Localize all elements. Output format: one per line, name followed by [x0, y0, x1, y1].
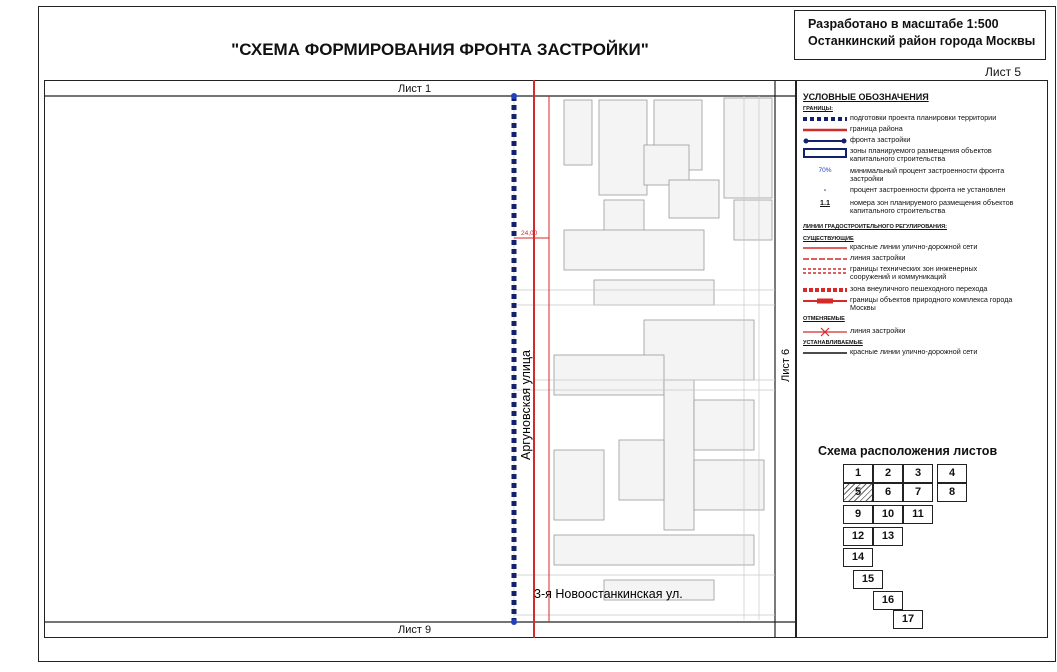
sheet-grid-title: Схема расположения листов [818, 444, 998, 458]
legend-frame [796, 80, 1048, 638]
sheet-cell-13: 13 [873, 527, 903, 546]
percent-sample: 70% [818, 167, 832, 174]
dimension-label: 24,00 [521, 230, 538, 237]
red-line-icon [803, 243, 847, 253]
sheet-cell-6: 6 [873, 483, 903, 502]
sheet-cell-12: 12 [843, 527, 873, 546]
black-line-icon [803, 348, 847, 358]
dash-sample: - [823, 185, 827, 194]
sheet-cell-4: 4 [937, 464, 967, 483]
nature-complex-icon [803, 296, 847, 306]
sheet-number: Лист 5 [985, 65, 1022, 79]
sheet-cell-7: 7 [903, 483, 933, 502]
sheet-cell-10: 10 [873, 505, 903, 524]
building-line-icon [803, 254, 847, 264]
red-line-icon [803, 125, 847, 135]
sheet-cell-17: 17 [893, 610, 923, 629]
legend-section-regulation: ЛИНИИ ГРАДОСТРОИТЕЛЬНОГО РЕГУЛИРОВАНИЯ: [803, 224, 948, 230]
sheet-cell-11: 11 [903, 505, 933, 524]
sheet-cell-16: 16 [873, 591, 903, 610]
sheet-cell-1: 1 [843, 464, 873, 483]
stamp-scale: Разработано в масштабе 1:500 [808, 17, 999, 31]
sheet-cell-14: 14 [843, 548, 873, 567]
zone-number-sample: 1.1 [820, 198, 830, 207]
site-plan-map: 24,00 Аргуновская улица 3-я Новоостанкин… [44, 80, 796, 638]
tech-zone-icon [803, 265, 847, 275]
zone-box-icon [803, 147, 847, 158]
sheet-label-right: Лист 6 [780, 349, 792, 382]
legend-section-existing: СУЩЕСТВУЮЩИЕ [803, 236, 854, 242]
stamp-district: Останкинский район города Москвы [808, 34, 1036, 48]
sheet-cell-5: 5 [843, 483, 873, 502]
legend-section-borders: ГРАНИЦЫ: [803, 106, 833, 112]
legend-section-cancel: ОТМЕНЯЕМЫЕ [803, 316, 845, 322]
sheet-cell-9: 9 [843, 505, 873, 524]
frontage-line-icon [803, 136, 847, 146]
cancelled-line-icon [803, 327, 847, 337]
street-novoostankinskaya: 3-я Новоостанкинская ул. [534, 587, 683, 601]
stamp-box [794, 10, 1046, 60]
sheet-cell-2: 2 [873, 464, 903, 483]
dashed-boundary-icon [803, 114, 847, 124]
legend-section-set: УСТАНАВЛИВАЕМЫЕ [803, 340, 863, 346]
sheet-cell-15: 15 [853, 570, 883, 589]
street-argunovskaya: Аргуновская улица [519, 350, 533, 460]
legend-title: УСЛОВНЫЕ ОБОЗНАЧЕНИЯ [803, 92, 929, 102]
sheet-cell-8: 8 [937, 483, 967, 502]
map-frame [44, 80, 796, 638]
pedestrian-zone-icon [803, 285, 847, 295]
sheet-label-top: Лист 1 [398, 83, 432, 95]
sheet-label-bottom: Лист 9 [398, 624, 432, 636]
sheet-cell-3: 3 [903, 464, 933, 483]
drawing-frame [38, 6, 1056, 662]
page-title: "СХЕМА ФОРМИРОВАНИЯ ФРОНТА ЗАСТРОЙКИ" [231, 40, 649, 59]
